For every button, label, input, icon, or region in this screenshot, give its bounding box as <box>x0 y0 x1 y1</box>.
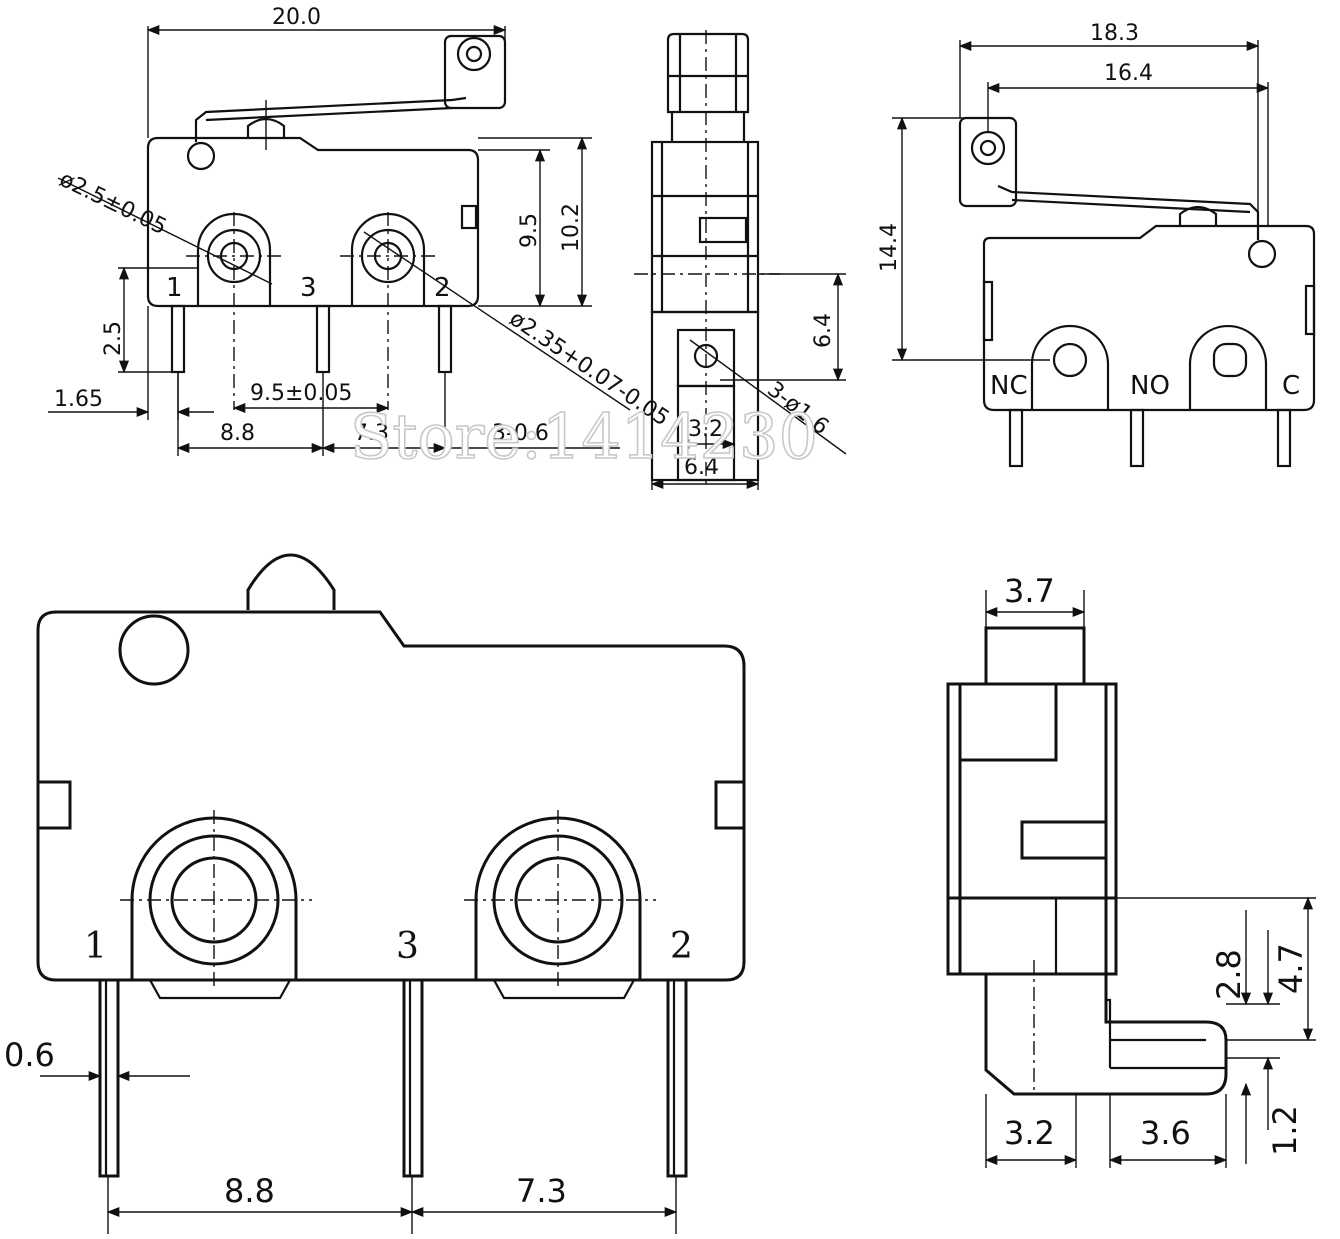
side-view: 1 3 2 20.0 9.5 10.2 ø2.5±0.05 ø2.35+0.07… <box>48 5 673 456</box>
pin-label-2-large: 2 <box>670 926 693 967</box>
dim-pin-bend: 3.6 <box>1140 1114 1191 1152</box>
end-view: 6.4 3-ø1.6 3.2 6.4 <box>634 30 847 490</box>
dim-pin-height: 4.7 <box>1272 943 1310 994</box>
front-view-enlarged: 1 3 2 0.6 8.8 7.3 <box>4 553 746 1234</box>
dim-pin-offset: 1.65 <box>54 387 103 412</box>
dim-pin-pitch: 6.4 <box>811 313 836 348</box>
terminal-label-nc: NC <box>990 371 1028 401</box>
pin-label-3: 3 <box>300 273 317 303</box>
terminal-label-c: C <box>1282 371 1300 401</box>
dim-hole-spacing: 9.5±0.05 <box>250 381 352 406</box>
end-view-enlarged: 3.7 4.7 2.8 1.2 3.2 3.6 <box>946 572 1316 1168</box>
dim-height-total: 10.2 <box>559 203 584 252</box>
dim-pin-thickness: 0.6 <box>4 1036 55 1074</box>
dim-roller-reach: 18.3 <box>1090 21 1139 46</box>
dim-pin-spacing-3-2-large: 7.3 <box>516 1172 567 1210</box>
dim-pin-tab: 1.2 <box>1266 1105 1304 1156</box>
dim-pin-width: 3-0.6 <box>492 421 549 446</box>
dim-height-actuator: 9.5 <box>517 213 542 248</box>
dim-pin-spacing-1-3-large: 8.8 <box>224 1172 275 1210</box>
pin-label-1-large: 1 <box>84 926 107 967</box>
dim-top-width: 3.7 <box>1004 572 1055 610</box>
pin-label-3-large: 3 <box>396 926 419 967</box>
terminal-label-no: NO <box>1130 371 1170 401</box>
terminal-view: NC NO C 18.3 16.4 14.4 <box>877 21 1316 468</box>
dim-pin-spacing-3-2: 7.3 <box>354 421 389 446</box>
watermark: Store:1414230 <box>350 400 818 473</box>
pin-label-1: 1 <box>166 273 183 303</box>
dim-lever-reach: 16.4 <box>1104 61 1153 86</box>
dim-body-width: 6.4 <box>684 455 719 480</box>
dim-pin-length: 2.5 <box>101 321 126 356</box>
dim-overall-length: 20.0 <box>272 5 321 30</box>
dim-pin-width-end: 3.2 <box>688 417 723 442</box>
dim-height: 14.4 <box>877 223 902 272</box>
dim-hole-diameter: ø2.5±0.05 <box>55 167 170 240</box>
dim-step-height: 2.8 <box>1210 949 1248 1000</box>
dim-pin-spacing-1-3: 8.8 <box>220 421 255 446</box>
pin-label-2: 2 <box>434 273 451 303</box>
dim-pin-base: 3.2 <box>1004 1114 1055 1152</box>
